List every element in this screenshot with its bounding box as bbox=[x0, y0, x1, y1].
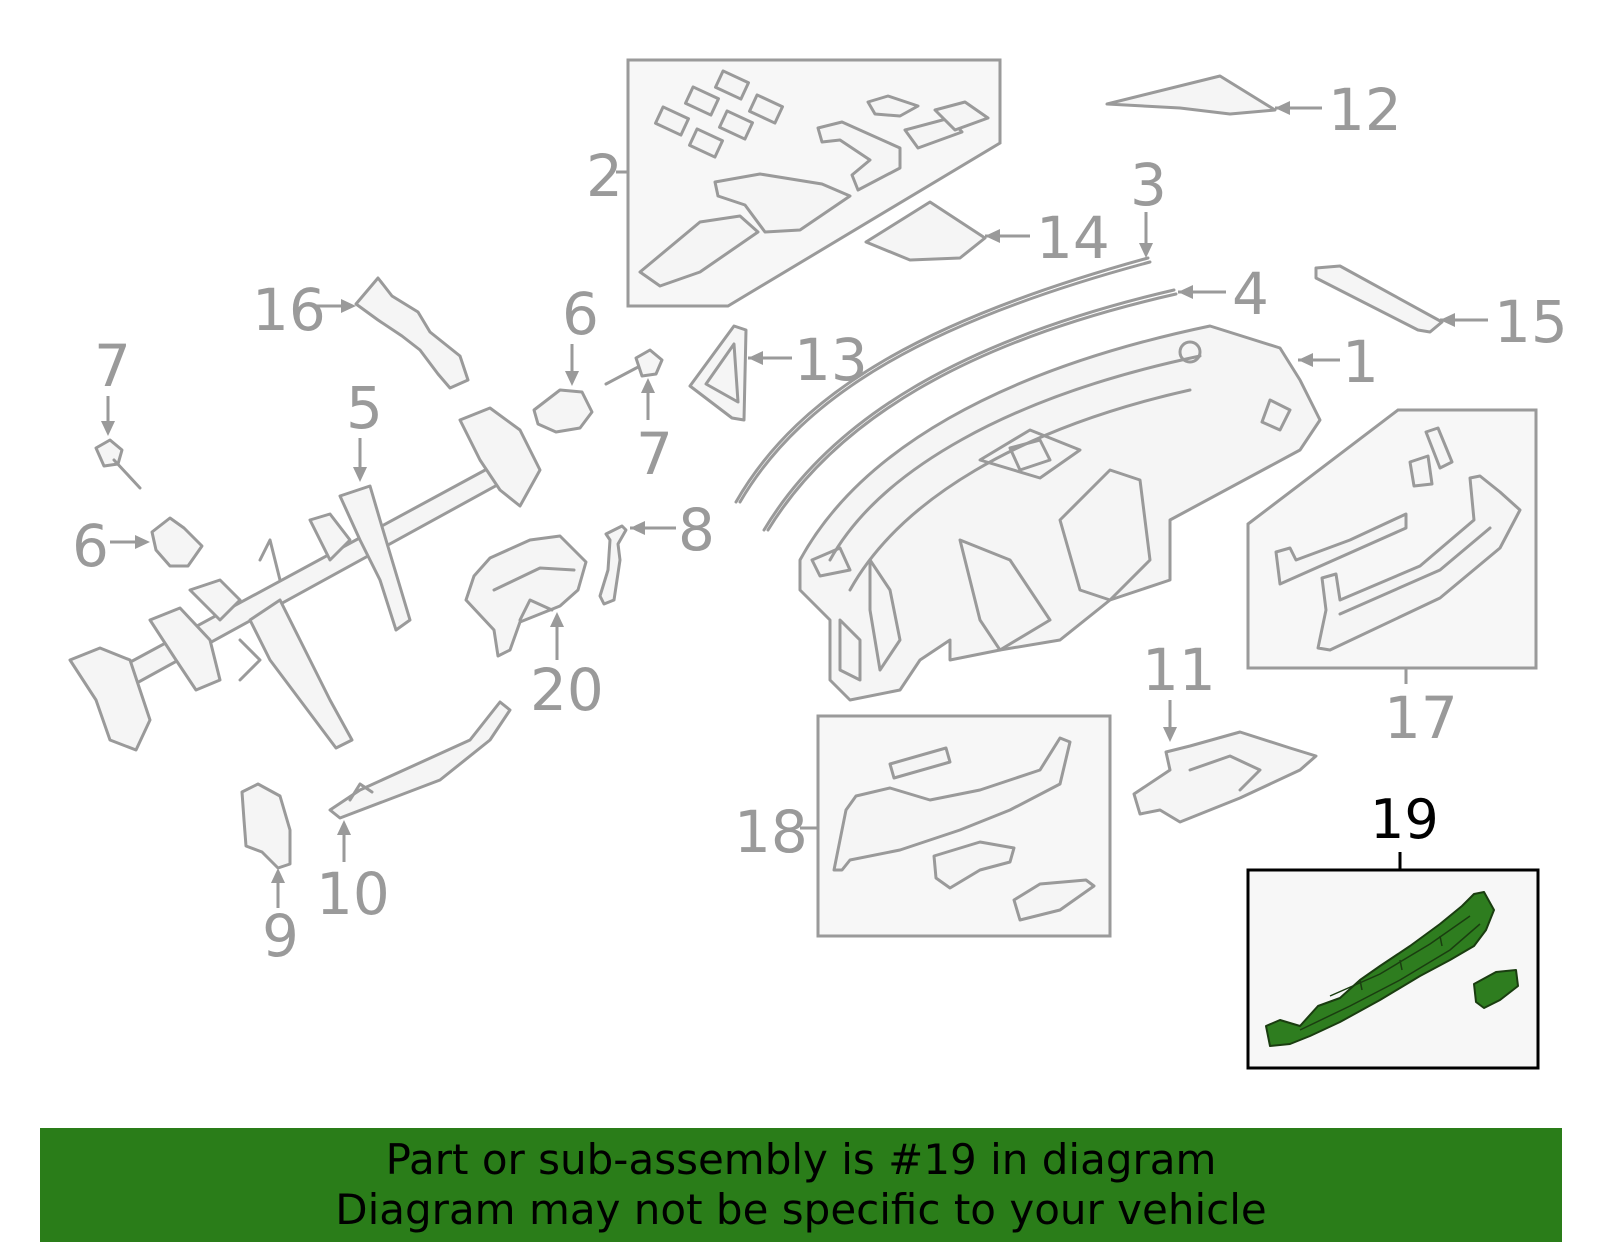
svg-text:17: 17 bbox=[1384, 684, 1458, 752]
part-9-side-cover[interactable] bbox=[240, 782, 292, 870]
svg-text:19: 19 bbox=[1370, 788, 1439, 851]
svg-text:3: 3 bbox=[1130, 151, 1167, 219]
callout-12: 12 bbox=[1275, 76, 1402, 144]
callout-8: 8 bbox=[630, 496, 715, 564]
svg-text:12: 12 bbox=[1328, 76, 1402, 144]
svg-text:6: 6 bbox=[72, 512, 109, 580]
info-banner: Part or sub-assembly is #19 in diagram D… bbox=[40, 1128, 1562, 1242]
callout-7-left: 7 bbox=[94, 332, 131, 436]
svg-text:16: 16 bbox=[252, 276, 326, 344]
callout-14: 14 bbox=[985, 204, 1110, 272]
callout-3: 3 bbox=[1130, 151, 1167, 258]
part-16-bracket[interactable] bbox=[354, 276, 470, 390]
callout-13: 13 bbox=[748, 326, 868, 394]
part-6-clip-left[interactable] bbox=[150, 516, 204, 568]
part-6-clip-upper[interactable] bbox=[532, 388, 594, 434]
part-11-bracket[interactable] bbox=[1132, 730, 1318, 824]
callout-4: 4 bbox=[1178, 260, 1269, 328]
svg-text:9: 9 bbox=[262, 902, 299, 970]
callout-5: 5 bbox=[346, 374, 383, 482]
part-1-instrument-panel[interactable] bbox=[798, 324, 1322, 702]
svg-text:7: 7 bbox=[636, 420, 673, 488]
callout-11: 11 bbox=[1142, 636, 1216, 742]
part-20-airbag-module[interactable] bbox=[464, 534, 588, 658]
banner-line-2: Diagram may not be specific to your vehi… bbox=[335, 1185, 1267, 1234]
part-10-trim-bar[interactable] bbox=[328, 700, 512, 820]
part-8-bracket[interactable] bbox=[598, 524, 628, 606]
svg-text:5: 5 bbox=[346, 374, 383, 442]
part-7-bolt-upper[interactable] bbox=[604, 348, 664, 386]
part-13-corner-trim[interactable] bbox=[688, 324, 748, 422]
banner-line-1: Part or sub-assembly is #19 in diagram bbox=[385, 1135, 1217, 1184]
svg-text:13: 13 bbox=[794, 326, 868, 394]
svg-text:11: 11 bbox=[1142, 636, 1216, 704]
part-12-trim-strip[interactable] bbox=[1105, 74, 1277, 116]
part-3-defroster-strip[interactable] bbox=[734, 256, 1152, 504]
callout-16: 16 bbox=[252, 276, 356, 344]
part-18-lower-panel-assembly[interactable] bbox=[816, 714, 1112, 938]
callout-6-upper: 6 bbox=[562, 280, 599, 386]
callout-10: 10 bbox=[316, 820, 390, 928]
callout-7-upper: 7 bbox=[636, 378, 673, 488]
callout-20: 20 bbox=[530, 612, 604, 724]
part-15-trim-strip[interactable] bbox=[1314, 264, 1444, 334]
callout-18: 18 bbox=[734, 798, 818, 866]
svg-text:15: 15 bbox=[1494, 288, 1568, 356]
part-4-defroster-strip[interactable] bbox=[762, 288, 1178, 532]
callout-6-left: 6 bbox=[72, 512, 150, 580]
part-14-panel[interactable] bbox=[864, 200, 987, 262]
callout-1: 1 bbox=[1298, 328, 1379, 396]
svg-text:20: 20 bbox=[530, 656, 604, 724]
part-17-glove-box-assembly[interactable] bbox=[1246, 408, 1538, 670]
svg-text:10: 10 bbox=[316, 860, 390, 928]
svg-text:18: 18 bbox=[734, 798, 808, 866]
part-7-bolt-left[interactable] bbox=[94, 438, 142, 490]
callout-9: 9 bbox=[262, 868, 299, 970]
part-5-cross-car-beam[interactable] bbox=[68, 406, 542, 752]
svg-text:8: 8 bbox=[678, 496, 715, 564]
callout-2: 2 bbox=[586, 142, 628, 210]
svg-text:2: 2 bbox=[586, 142, 623, 210]
callout-15: 15 bbox=[1440, 288, 1568, 356]
part-19-glove-box-highlighted[interactable] bbox=[1246, 868, 1540, 1070]
svg-text:1: 1 bbox=[1342, 328, 1379, 396]
callout-19: 19 bbox=[1370, 788, 1439, 870]
part-2-duct-assembly[interactable] bbox=[626, 58, 1002, 308]
svg-text:6: 6 bbox=[562, 280, 599, 348]
callout-17: 17 bbox=[1384, 668, 1458, 752]
svg-text:4: 4 bbox=[1232, 260, 1269, 328]
svg-text:7: 7 bbox=[94, 332, 131, 400]
svg-text:14: 14 bbox=[1036, 204, 1110, 272]
